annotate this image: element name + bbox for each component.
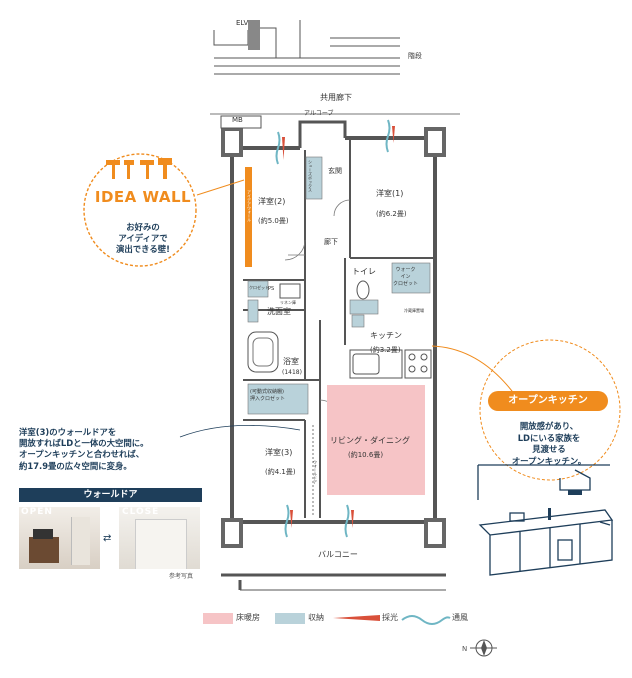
bath-size: (1418) bbox=[282, 369, 302, 376]
kitchen-size: (約3.2畳) bbox=[370, 346, 401, 354]
mb-label: MB bbox=[232, 116, 243, 124]
open-kitchen-title: オープンキッチン bbox=[488, 391, 608, 411]
open-photo bbox=[19, 507, 100, 569]
idea-wall-text: お好みの アイディアで 演出できる壁! bbox=[116, 222, 170, 254]
close-photo bbox=[119, 507, 200, 569]
linen-label: リネン庫 bbox=[280, 300, 296, 305]
legend-storage: 収納 bbox=[308, 613, 324, 622]
balcony-label: バルコニー bbox=[318, 550, 358, 559]
idea-wall-badge bbox=[83, 153, 197, 267]
entrance-label: 玄関 bbox=[328, 167, 342, 175]
living-floor-heating bbox=[327, 385, 425, 495]
legend-light-swatch bbox=[333, 615, 380, 621]
kitchen-label: キッチン bbox=[370, 331, 402, 340]
legend-storage-swatch bbox=[275, 613, 305, 624]
shoebox-label: シューズボックス bbox=[308, 160, 313, 192]
living-size: (約10.6畳) bbox=[348, 451, 384, 459]
legend-floor-heating: 床暖房 bbox=[236, 613, 260, 622]
western2-label: 洋室(2) bbox=[258, 197, 286, 206]
alcove-label: アルコーブ bbox=[304, 110, 334, 117]
idea-wall-title: IDEA WALL bbox=[94, 188, 192, 206]
wall-door-note: 洋室(3)のウォールドアを 開放すればLDと一体の大空間に。 オープンキッチンと… bbox=[19, 427, 149, 471]
legend-floor-swatch bbox=[203, 613, 233, 624]
legend-light: 採光 bbox=[382, 613, 398, 622]
stairs-label: 階段 bbox=[408, 52, 422, 60]
living-label: リビング・ダイニング bbox=[330, 436, 410, 445]
western3-label: 洋室(3) bbox=[265, 448, 293, 457]
legend-wind-swatch bbox=[401, 615, 451, 625]
wall-door-label: ウォールドア bbox=[313, 460, 318, 484]
idea-wall-strip bbox=[245, 167, 252, 267]
open-kitchen-callout: オープンキッチン 開放感があり、 LDにいる家族を 見渡せる オープンキッチン。 bbox=[488, 391, 610, 467]
legend-ventilation: 通風 bbox=[452, 613, 468, 622]
close-label: CLOSE bbox=[122, 507, 160, 517]
photo-caption: 参考写真 bbox=[169, 573, 194, 580]
hallway-label: 廊下 bbox=[324, 238, 338, 246]
ps-label: PS bbox=[268, 286, 275, 292]
washroom-label: 洗面室 bbox=[267, 307, 291, 316]
kitchen-illustration bbox=[477, 464, 614, 576]
corridor-label: 共用廊下 bbox=[320, 93, 352, 102]
western3-size: (約4.1畳) bbox=[265, 468, 296, 476]
closet-label: クロゼット bbox=[249, 285, 269, 290]
western1-size: (約6.2畳) bbox=[376, 210, 407, 218]
open-label: OPEN bbox=[21, 507, 53, 517]
idea-strip-label: アイデアウォール bbox=[247, 190, 252, 222]
wic-label: ウォーク イン クロゼット bbox=[393, 267, 419, 287]
storage-closet-label: (可動式収納棚) 押入クロゼット bbox=[250, 389, 286, 402]
bathroom-label: 浴室 bbox=[283, 357, 299, 366]
western1-label: 洋室(1) bbox=[376, 189, 404, 198]
fridge-label: 冷蔵庫置場 bbox=[404, 308, 424, 313]
western2-size: (約5.0畳) bbox=[258, 217, 289, 225]
photo-panel-title: ウォールドア bbox=[19, 488, 202, 502]
swap-arrow-icon: ⇄ bbox=[103, 533, 112, 544]
svg-text:N: N bbox=[462, 645, 467, 653]
open-kitchen-text: 開放感があり、 LDにいる家族を 見渡せる オープンキッチン。 bbox=[511, 421, 587, 466]
wall-door-photos: ウォールドア OPEN CLOSE ⇄ 参考写真 bbox=[19, 488, 202, 580]
elv-label: ELV bbox=[236, 19, 249, 27]
toilet-label: トイレ bbox=[352, 267, 376, 276]
